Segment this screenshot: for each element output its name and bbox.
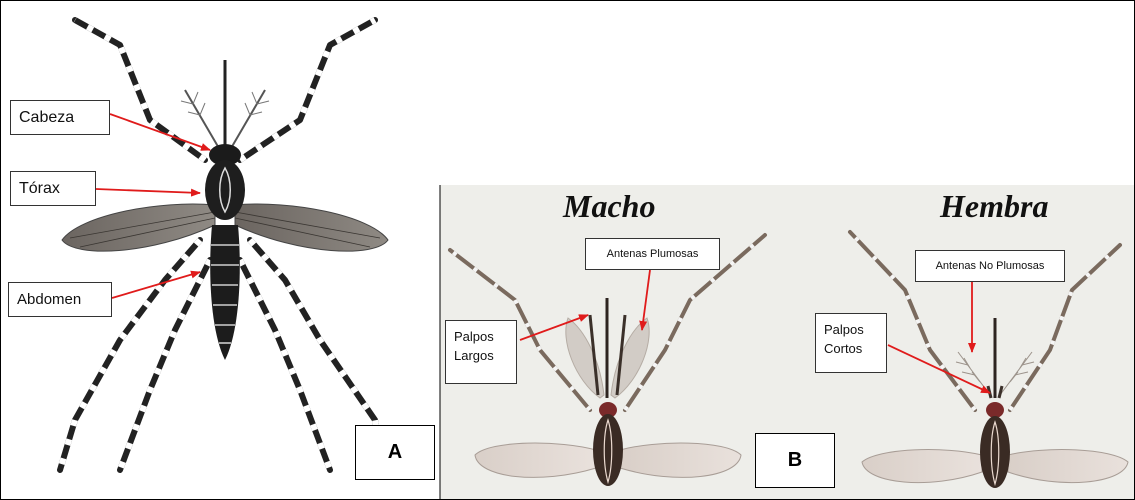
- panel-letter-a: A: [355, 425, 435, 480]
- label-torax: Tórax: [10, 171, 96, 206]
- panel-letter-b: B: [755, 433, 835, 488]
- label-antenas-no-plumosas: Antenas No Plumosas: [915, 250, 1065, 282]
- label-cabeza: Cabeza: [10, 100, 110, 135]
- label-antenas-plumosas: Antenas Plumosas: [585, 238, 720, 270]
- mosquito-a-illustration: [60, 20, 388, 470]
- label-palpos-largos: Palpos Largos: [445, 320, 517, 384]
- title-macho: Macho: [563, 188, 655, 225]
- title-hembra: Hembra: [940, 188, 1048, 225]
- label-abdomen: Abdomen: [8, 282, 112, 317]
- label-palpos-cortos: Palpos Cortos: [815, 313, 887, 373]
